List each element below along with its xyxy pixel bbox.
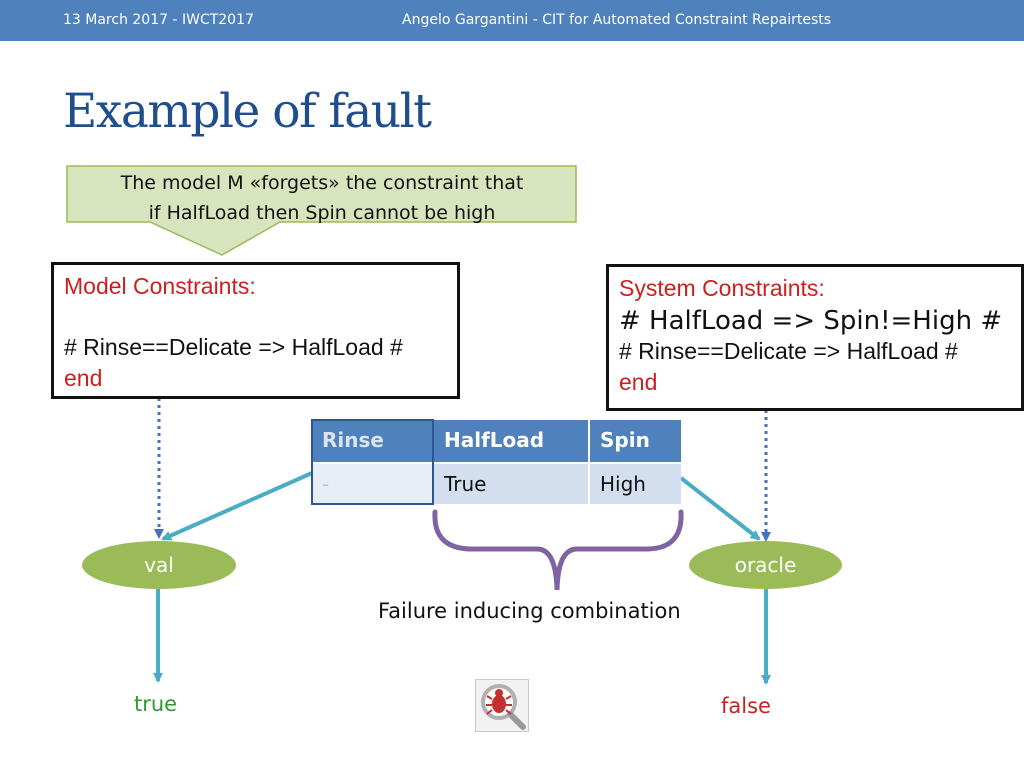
model-constraint-line: # Rinse==Delicate => HalfLoad # bbox=[64, 334, 403, 360]
table-header-halfload: HalfLoad bbox=[434, 420, 588, 462]
val-node: val bbox=[82, 541, 236, 589]
system-constraints-end: end bbox=[619, 369, 658, 395]
brace-shape bbox=[432, 509, 684, 591]
system-constraints-heading: System Constraints: bbox=[619, 275, 825, 301]
callout-note: The model M «forgets» the constraint tha… bbox=[70, 168, 574, 228]
arrow-table-to-val bbox=[161, 471, 313, 541]
arrow-table-to-oracle bbox=[679, 476, 761, 541]
result-false: false bbox=[721, 694, 771, 718]
model-constraints-heading: Model Constraints: bbox=[64, 273, 256, 299]
result-true: true bbox=[134, 692, 178, 716]
table-cell-rinse: - bbox=[312, 464, 432, 504]
header-bar: 13 March 2017 - IWCT2017 Angelo Garganti… bbox=[0, 0, 1024, 41]
table-header-spin: Spin bbox=[590, 420, 681, 462]
system-constraint-line-2: # Rinse==Delicate => HalfLoad # bbox=[619, 338, 958, 364]
system-constraint-line-1: # HalfLoad => Spin!=High # bbox=[619, 306, 1003, 336]
callout-shape bbox=[66, 165, 577, 256]
table-cell-spin: High bbox=[590, 464, 681, 504]
callout-line-2: if HalfLoad then Spin cannot be high bbox=[148, 202, 496, 224]
model-constraints-end: end bbox=[64, 365, 103, 391]
slide-title: Example of fault bbox=[63, 84, 432, 139]
bug-magnifier-icon bbox=[475, 679, 529, 732]
header-date: 13 March 2017 - IWCT2017 bbox=[63, 12, 254, 28]
brace-label: Failure inducing combination bbox=[378, 599, 681, 623]
oracle-node: oracle bbox=[689, 541, 842, 589]
rinse-column-highlight bbox=[311, 419, 434, 505]
table-header-rinse: Rinse bbox=[312, 420, 432, 462]
system-constraints-box: System Constraints: # HalfLoad => Spin!=… bbox=[606, 264, 1024, 411]
header-author: Angelo Gargantini - CIT for Automated Co… bbox=[402, 12, 832, 28]
model-constraints-box: Model Constraints: # Rinse==Delicate => … bbox=[51, 262, 460, 399]
table-cell-halfload: True bbox=[434, 464, 588, 504]
callout-line-1: The model M «forgets» the constraint tha… bbox=[120, 172, 524, 194]
